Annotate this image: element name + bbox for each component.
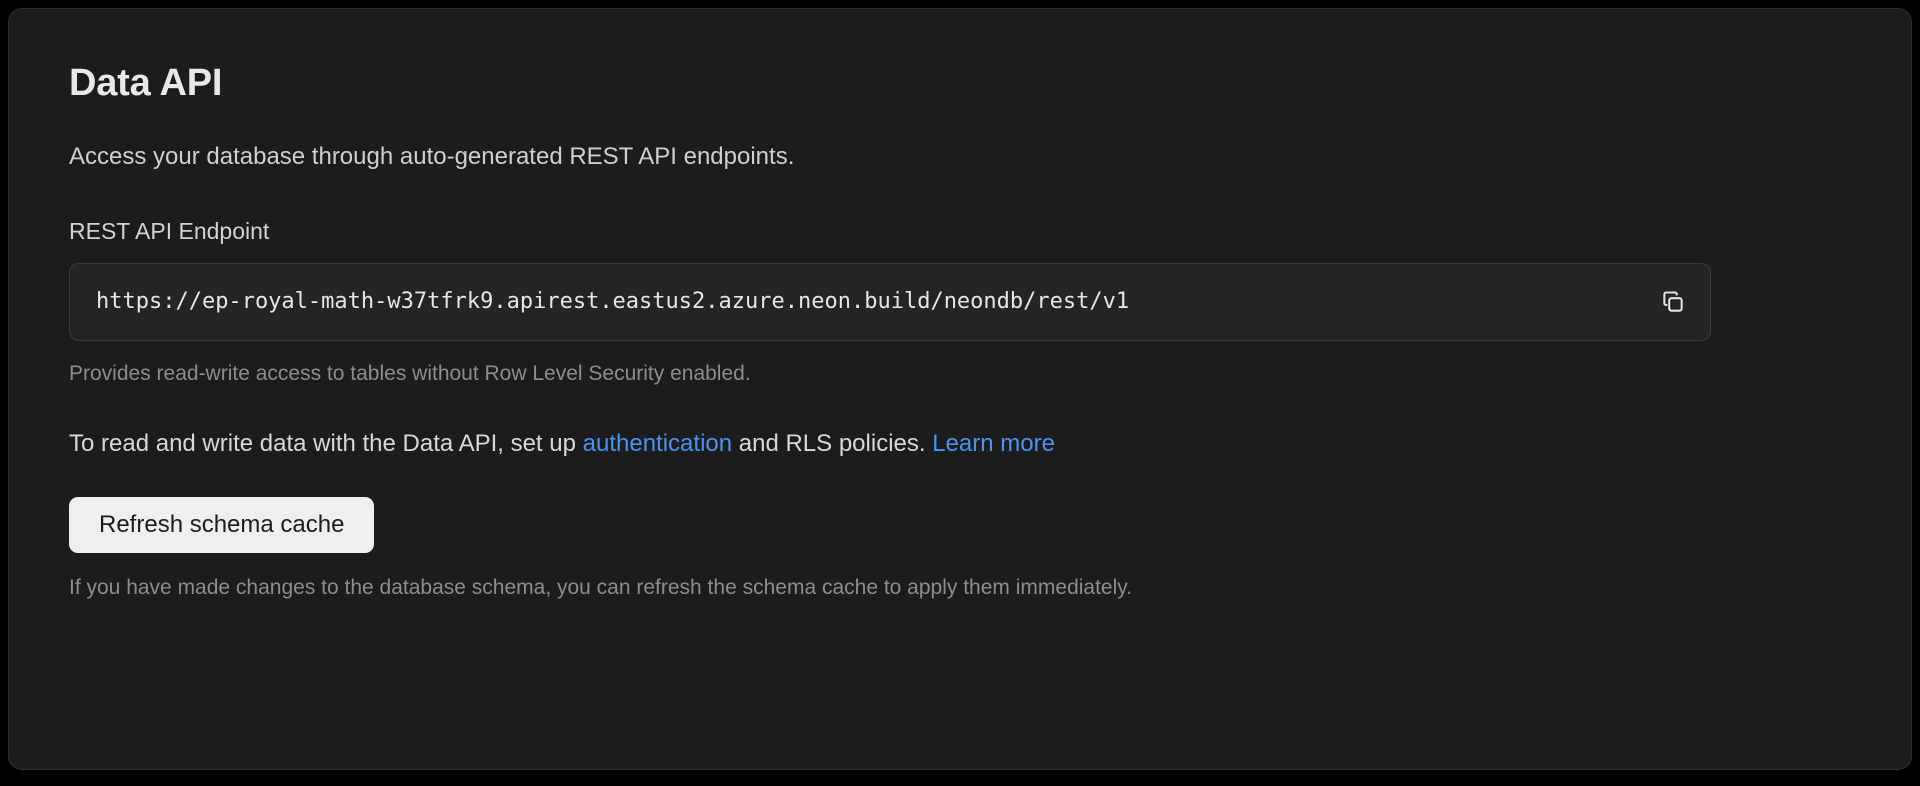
refresh-schema-help-text: If you have made changes to the database… <box>69 576 1133 599</box>
setup-instructions-paragraph: To read and write data with the Data API… <box>69 429 1851 459</box>
refresh-schema-cache-button[interactable]: Refresh schema cache <box>69 497 375 553</box>
endpoint-field-label: REST API Endpoint <box>69 218 270 244</box>
rest-api-endpoint-input[interactable] <box>70 288 1642 316</box>
paragraph-text-middle: and RLS policies. <box>732 430 933 457</box>
copy-endpoint-button[interactable] <box>1642 264 1704 340</box>
endpoint-help-text: Provides read-write access to tables wit… <box>69 362 751 385</box>
card-description: Access your database through auto-genera… <box>69 143 795 170</box>
endpoint-input-group <box>69 263 1711 341</box>
authentication-link[interactable]: authentication <box>582 430 733 457</box>
copy-icon <box>1660 289 1686 315</box>
data-api-card: Data API Access your database through au… <box>8 8 1912 770</box>
learn-more-link[interactable]: Learn more <box>932 430 1055 457</box>
page-title: Data API <box>69 62 223 104</box>
paragraph-text-lead: To read and write data with the Data API… <box>69 430 583 457</box>
